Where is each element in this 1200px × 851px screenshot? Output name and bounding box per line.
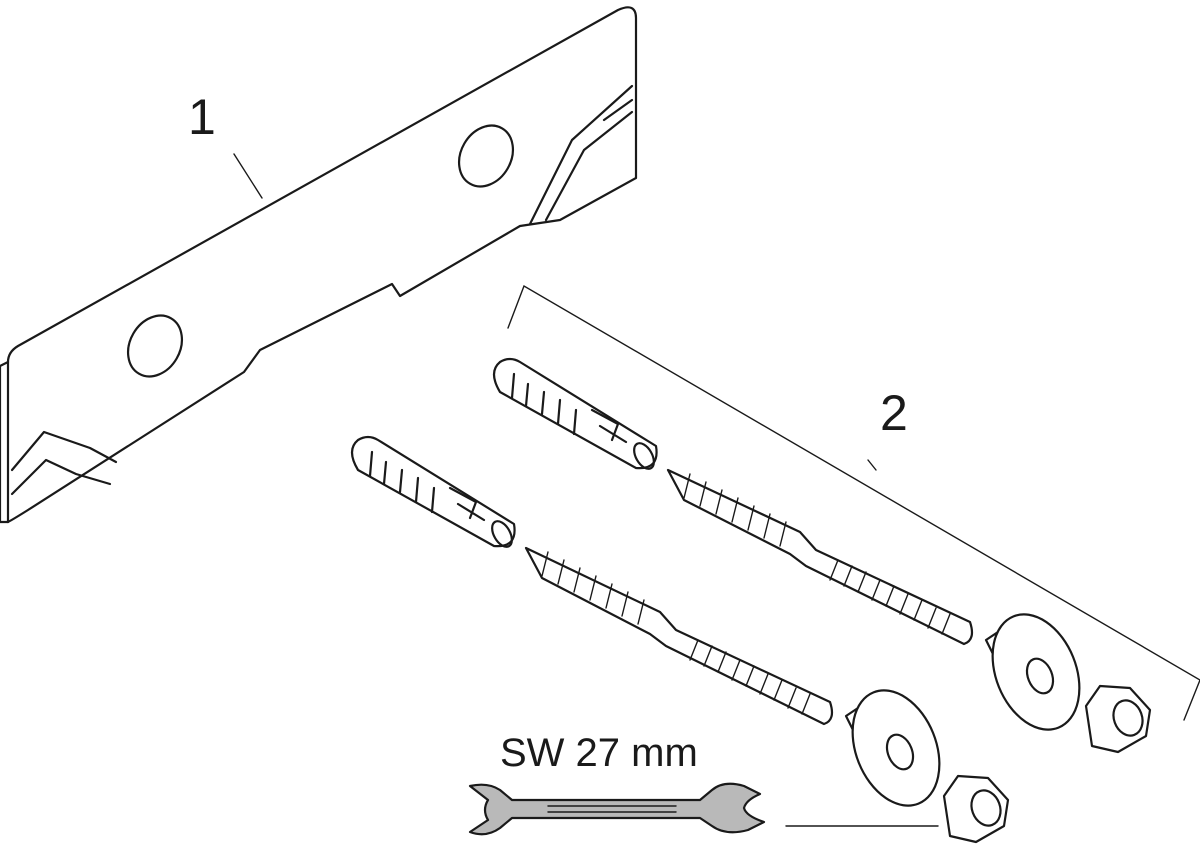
- fixing-set-bracket: [507, 284, 1200, 721]
- wrench-size-label: SW 27 mm: [500, 731, 698, 775]
- callout-2-label: 2: [880, 385, 908, 441]
- hanger-bolt-upper: [666, 468, 974, 646]
- plate-hole-right: [457, 124, 515, 188]
- rosette-upper: [984, 613, 1081, 731]
- wrench-icon: [468, 782, 766, 836]
- hanger-bolt-lower: [524, 546, 834, 726]
- rosette-lower: [844, 689, 941, 807]
- plate-hole-left: [126, 314, 184, 378]
- wall-dowel-lower: [350, 435, 516, 548]
- callout-1-leader: [233, 153, 263, 199]
- mounting-plate: [0, 6, 638, 524]
- hex-nut-upper: [1084, 684, 1152, 754]
- wall-dowel-upper: [492, 357, 658, 470]
- callout-1-label: 1: [188, 89, 216, 145]
- hex-nut-lower: [942, 774, 1010, 844]
